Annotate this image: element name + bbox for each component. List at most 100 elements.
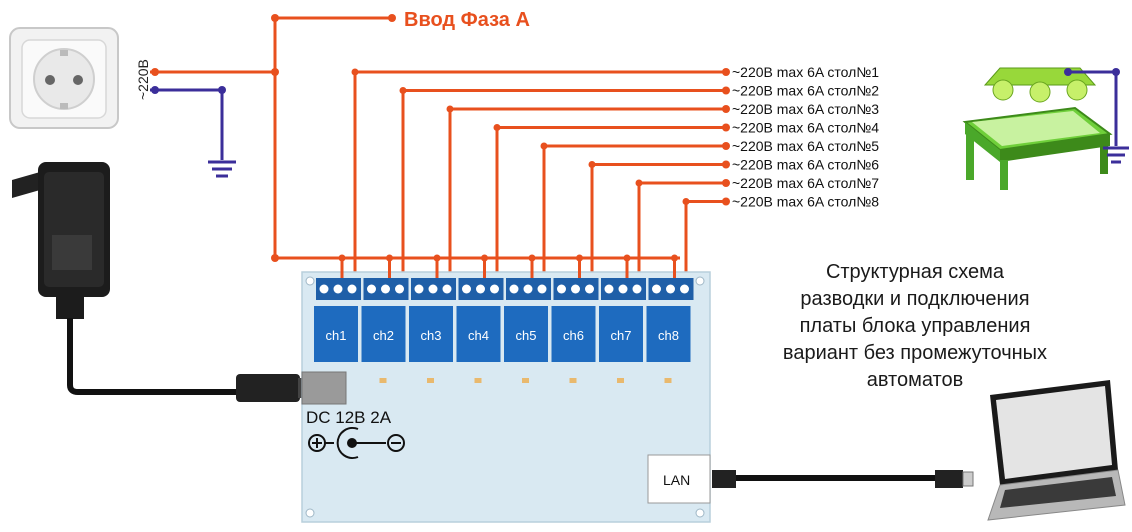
billiard-table-icon bbox=[962, 67, 1113, 190]
junction-dot bbox=[588, 161, 596, 168]
power-adapter-icon bbox=[12, 162, 110, 319]
junction-dot bbox=[386, 254, 393, 262]
terminal-screw-icon bbox=[571, 284, 580, 294]
terminal-screw-icon bbox=[680, 284, 689, 294]
output-terminal-dot bbox=[722, 86, 730, 95]
relay-channel-label: ch4 bbox=[468, 328, 489, 343]
terminal-screw-icon bbox=[557, 284, 566, 294]
output-line bbox=[495, 126, 726, 272]
relay-channel-label: ch2 bbox=[373, 328, 394, 343]
terminal-screw-icon bbox=[319, 284, 329, 294]
output-line bbox=[590, 163, 726, 272]
title-line: Структурная схема bbox=[826, 261, 1005, 283]
relay-channel-label: ch5 bbox=[516, 328, 537, 343]
ground-symbol-icon bbox=[208, 160, 236, 178]
lan-port bbox=[647, 454, 711, 504]
phase-input-label: Ввод Фаза А bbox=[404, 9, 530, 31]
table-ground-symbol-icon bbox=[1103, 146, 1129, 164]
junction-dot bbox=[623, 254, 631, 262]
terminal-screw-icon bbox=[414, 284, 424, 294]
relay-module bbox=[646, 306, 691, 362]
lan-port-label: LAN bbox=[663, 472, 690, 488]
terminal-screw-icon bbox=[395, 284, 404, 294]
junction-dot bbox=[433, 254, 441, 262]
terminal-screw-icon bbox=[347, 284, 357, 294]
junction-dot bbox=[671, 254, 678, 262]
terminal-screw-icon bbox=[666, 284, 675, 294]
output-line-label: ~220В max 6A стол№5 bbox=[732, 138, 879, 154]
terminal-screw-icon bbox=[618, 284, 628, 294]
status-led-icon bbox=[569, 378, 577, 383]
title-line: вариант без промежуточных bbox=[783, 342, 1047, 364]
status-led-icon bbox=[427, 378, 434, 383]
output-terminal-dot bbox=[722, 179, 730, 187]
junction-dot bbox=[446, 105, 454, 113]
terminal-screw-icon bbox=[367, 284, 376, 294]
junction-dot bbox=[682, 198, 690, 205]
socket-voltage-label: ~220В bbox=[135, 59, 151, 100]
power-spec-label: DC 12В 2А bbox=[306, 408, 392, 427]
relay-module bbox=[551, 306, 596, 362]
output-terminal-dot bbox=[722, 105, 730, 113]
status-led-icon bbox=[522, 378, 529, 383]
dc-plug-icon bbox=[236, 374, 308, 402]
relay-channel-label: ch6 bbox=[563, 328, 584, 343]
output-terminal-dot bbox=[722, 123, 730, 132]
terminal-screw-icon bbox=[523, 284, 533, 294]
terminal-screw-icon bbox=[585, 284, 594, 294]
output-line-label: ~220В max 6A стол№1 bbox=[732, 64, 879, 80]
output-line-label: ~220В max 6A стол№4 bbox=[732, 120, 879, 136]
terminal-screw-icon bbox=[509, 284, 519, 294]
table-neutral-wire bbox=[1068, 70, 1118, 146]
relay-channel-label: ch3 bbox=[421, 328, 442, 343]
network-cable bbox=[712, 470, 974, 488]
relay-module bbox=[314, 306, 358, 362]
relay-module bbox=[456, 306, 501, 362]
output-line-label: ~220В max 6A стол№2 bbox=[732, 83, 879, 99]
relay-module bbox=[504, 306, 548, 362]
output-lines: ~220В max 6A стол№1 ~220В max 6A стол№2 ~2… bbox=[351, 64, 879, 272]
status-led-icon bbox=[664, 378, 672, 383]
output-terminal-dot bbox=[722, 68, 730, 76]
title-line: разводки и подключения bbox=[800, 288, 1029, 310]
terminal-screw-icon bbox=[381, 284, 390, 294]
status-led-icon bbox=[379, 378, 387, 383]
output-terminal-dot bbox=[722, 160, 730, 169]
terminal-screw-icon bbox=[604, 284, 614, 294]
terminal-screw-icon bbox=[442, 284, 452, 294]
output-line-label: ~220В max 6A стол№8 bbox=[732, 194, 879, 210]
dc-polarity-icon bbox=[308, 427, 405, 459]
relay-module bbox=[409, 306, 453, 362]
relay-module bbox=[361, 306, 406, 362]
title-line: автоматов bbox=[867, 369, 963, 391]
junction-dot bbox=[481, 254, 488, 262]
output-line-label: ~220В max 6A стол№3 bbox=[732, 101, 879, 117]
terminal-screw-icon bbox=[537, 284, 547, 294]
phase-wiring bbox=[150, 16, 680, 260]
terminal-screw-icon bbox=[652, 284, 661, 294]
junction-dot bbox=[576, 254, 583, 262]
output-line-label: ~220В max 6A стол№6 bbox=[732, 157, 879, 173]
terminal-screw-icon bbox=[333, 284, 343, 294]
dc-power-cable bbox=[67, 318, 240, 395]
laptop-icon bbox=[987, 380, 1126, 521]
output-line-label: ~220В max 6A стол№7 bbox=[732, 175, 879, 191]
relay-module bbox=[599, 306, 643, 362]
relay-channel-label: ch1 bbox=[326, 328, 347, 343]
output-line bbox=[353, 70, 726, 272]
output-line bbox=[684, 200, 726, 272]
junction-dot bbox=[528, 254, 536, 262]
terminal-screw-icon bbox=[476, 284, 485, 294]
junction-dot bbox=[493, 124, 501, 131]
junction-dot bbox=[351, 68, 359, 76]
wall-socket-icon bbox=[9, 27, 119, 129]
dc-jack-icon bbox=[301, 371, 347, 405]
terminal-screw-icon bbox=[632, 284, 642, 294]
relay-channel-label: ch7 bbox=[611, 328, 632, 343]
junction-dot bbox=[635, 179, 643, 187]
junction-dot bbox=[338, 254, 346, 262]
